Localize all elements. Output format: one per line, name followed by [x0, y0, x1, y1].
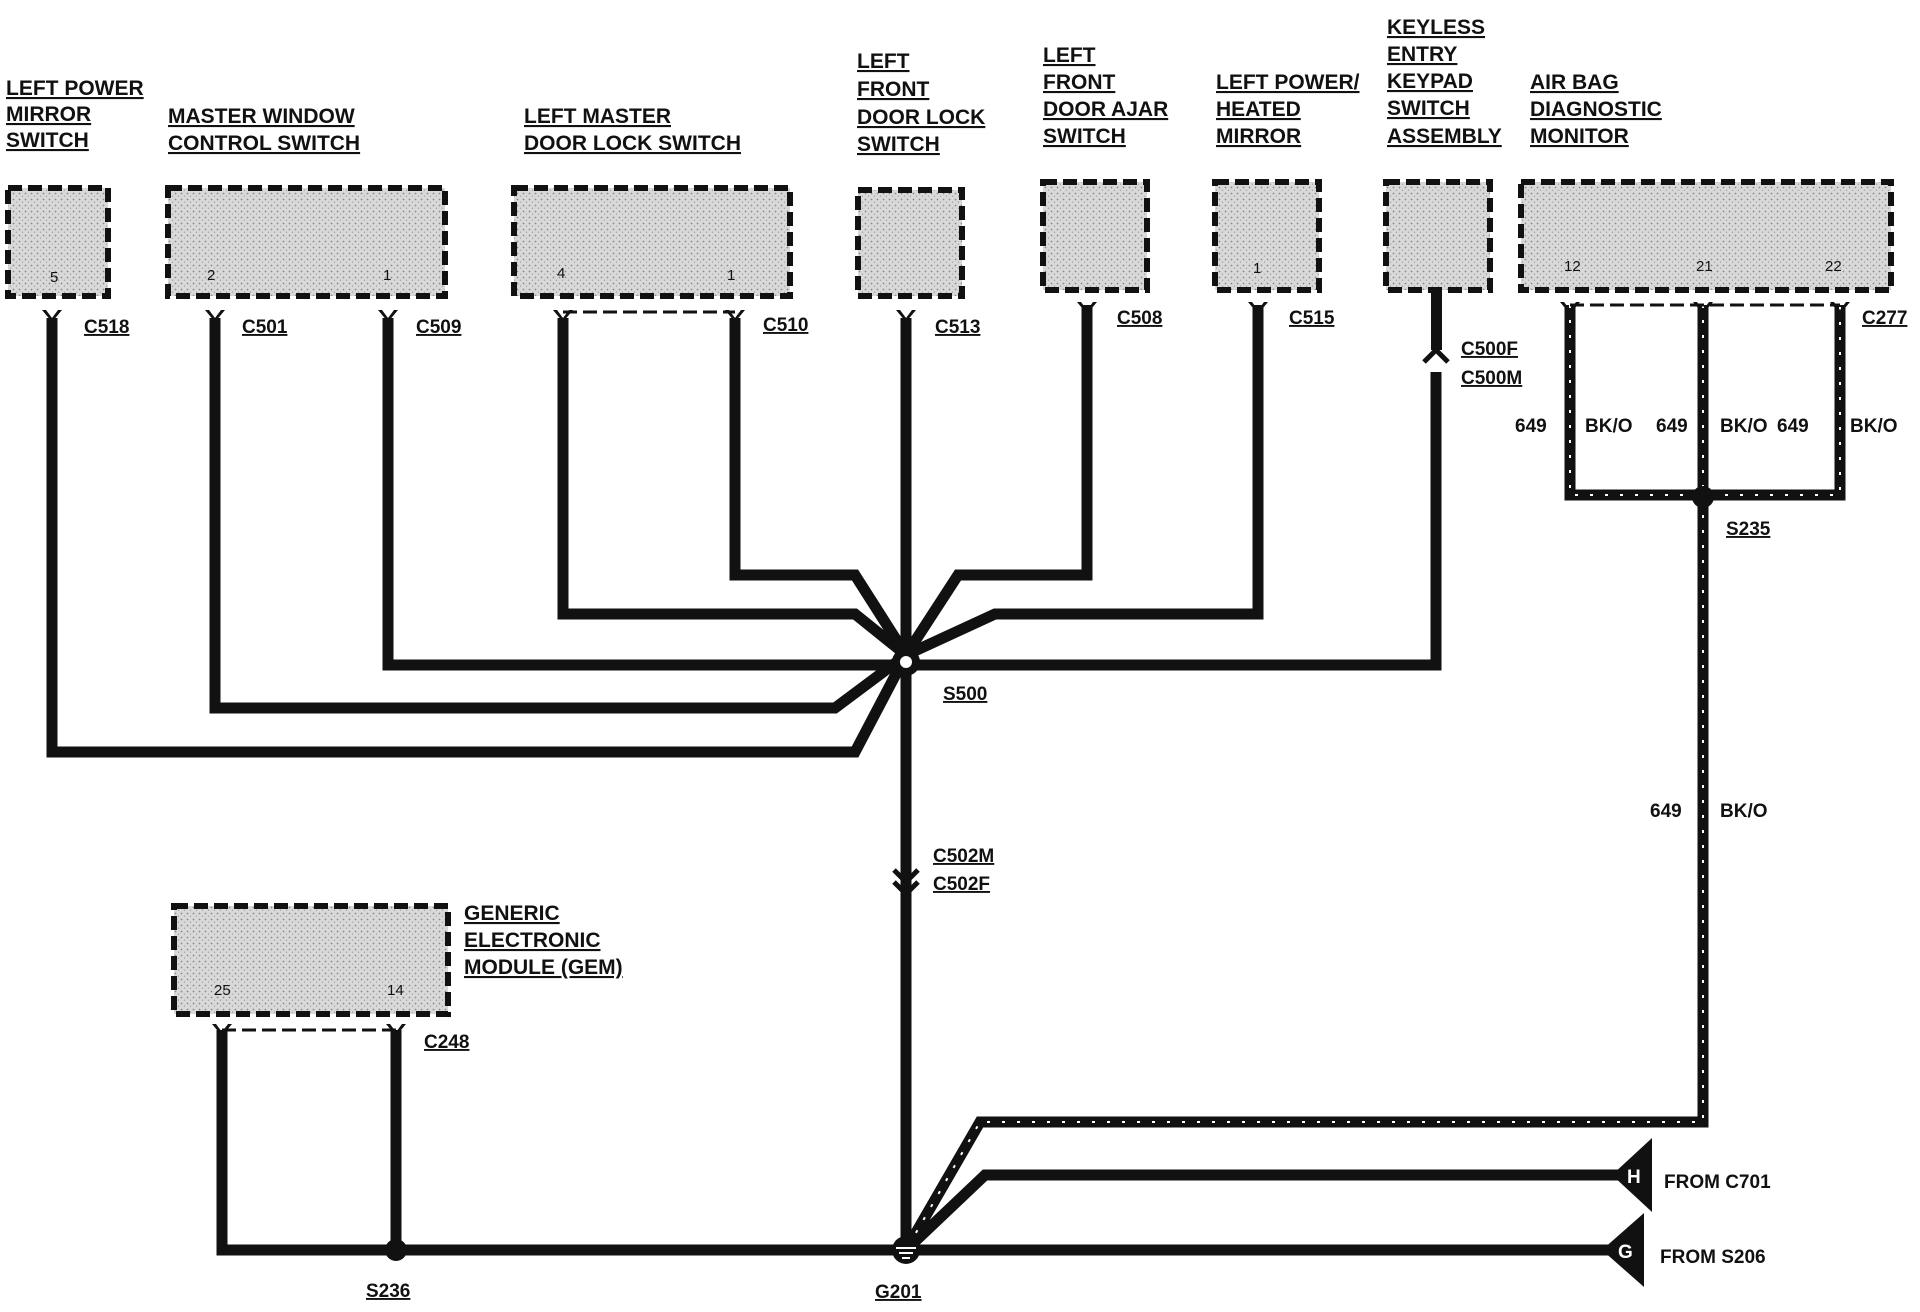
left-front-door-lock-title-4: SWITCH [857, 133, 940, 156]
wire-circuit-label: 649 [1650, 801, 1682, 822]
pin-label: 12 [1564, 258, 1581, 275]
source-letter-g: G [1618, 1242, 1633, 1263]
left-front-door-lock-switch-box [855, 187, 965, 299]
source-label-c701: FROM C701 [1664, 1172, 1771, 1193]
connector-c513: C513 [935, 317, 980, 338]
keyless-title-5: ASSEMBLY [1387, 125, 1502, 148]
airbag-title-2: DIAGNOSTIC [1530, 98, 1662, 121]
door-ajar-title-2: FRONT [1043, 71, 1115, 94]
splice-s235-label: S235 [1726, 519, 1771, 540]
gem-title-3: MODULE (GEM) [464, 956, 623, 979]
connector-c248: C248 [424, 1032, 469, 1053]
source-letter-h: H [1627, 1167, 1641, 1188]
connector-c277: C277 [1862, 308, 1907, 329]
c500-connector-mark [1422, 346, 1450, 364]
master-window-title-1: MASTER WINDOW [168, 105, 355, 128]
left-front-door-lock-title-3: DOOR LOCK [857, 106, 985, 129]
source-arrow-g [1602, 1213, 1644, 1287]
ground-wires [46, 305, 1620, 1256]
pin-label: 14 [387, 982, 404, 999]
left-front-door-lock-title-2: FRONT [857, 78, 929, 101]
wire-color-label: BK/O [1850, 416, 1898, 437]
pin-label: 1 [727, 267, 735, 284]
pin-label: 5 [50, 269, 58, 286]
left-master-door-lock-title-1: LEFT MASTER [524, 105, 671, 128]
gem-title-2: ELECTRONIC [464, 929, 601, 952]
source-label-s206: FROM S206 [1660, 1247, 1766, 1268]
s236-splice [385, 1239, 407, 1261]
connector-c502m: C502M [933, 846, 994, 867]
s235-splice [1692, 486, 1714, 508]
source-arrow-h [1612, 1138, 1652, 1212]
connector-c510: C510 [763, 315, 808, 336]
door-ajar-title-3: DOOR AJAR [1043, 98, 1168, 121]
airbag-title-3: MONITOR [1530, 125, 1629, 148]
door-ajar-title-4: SWITCH [1043, 125, 1126, 148]
pin-label: 2 [207, 267, 215, 284]
left-master-door-lock-title-2: DOOR LOCK SWITCH [524, 132, 741, 155]
left-power-mirror-switch-box [5, 185, 111, 299]
door-ajar-title-1: LEFT [1043, 44, 1096, 67]
connector-c508: C508 [1117, 308, 1162, 329]
ground-icon [896, 1247, 916, 1259]
connector-c500m: C500M [1461, 368, 1522, 389]
ground-g201-label: G201 [875, 1282, 922, 1303]
wire-circuit-label: 649 [1656, 416, 1688, 437]
keyless-title-2: ENTRY [1387, 43, 1457, 66]
heated-mirror-title-1: LEFT POWER/ [1216, 71, 1360, 94]
wire-color-label: BK/O [1720, 416, 1768, 437]
pin-label: 4 [557, 265, 565, 282]
left-front-door-ajar-switch-box [1040, 179, 1150, 293]
wire-circuit-label: 649 [1515, 416, 1547, 437]
left-master-door-lock-switch-box [511, 185, 793, 299]
connector-c518: C518 [84, 317, 129, 338]
connector-forks [42, 302, 1850, 1036]
left-power-mirror-switch-title-2: MIRROR [6, 103, 91, 126]
heated-mirror-title-3: MIRROR [1216, 125, 1301, 148]
wire-color-label: BK/O [1585, 416, 1633, 437]
connector-c509: C509 [416, 317, 461, 338]
keyless-title-1: KEYLESS [1387, 16, 1485, 39]
s500-splice-center [900, 656, 912, 668]
left-power-mirror-switch-title-1: LEFT POWER [6, 77, 144, 100]
gem-title-1: GENERIC [464, 902, 560, 925]
bk-o-wires [901, 305, 1846, 1253]
connector-c502f: C502F [933, 874, 990, 895]
wire-circuit-label: 649 [1777, 416, 1809, 437]
keyless-entry-keypad-box [1383, 179, 1493, 293]
left-power-mirror-switch-title-3: SWITCH [6, 129, 89, 152]
air-bag-diagnostic-monitor-box [1518, 179, 1894, 293]
keyless-title-3: KEYPAD [1387, 70, 1473, 93]
c500-inline-connector [1431, 290, 1442, 350]
connector-c500f: C500F [1461, 339, 1518, 360]
connector-c501: C501 [242, 317, 288, 338]
pin-label: 25 [214, 982, 231, 999]
left-power-heated-mirror-box [1212, 179, 1322, 293]
airbag-title-1: AIR BAG [1530, 71, 1619, 94]
heated-mirror-title-2: HEATED [1216, 98, 1301, 121]
pin-label: 22 [1825, 258, 1842, 275]
pin-label: 21 [1696, 258, 1713, 275]
master-window-control-switch-box [165, 185, 448, 299]
splice-s500-label: S500 [943, 684, 987, 705]
pin-label: 1 [383, 267, 391, 284]
pin-label: 1 [1253, 260, 1261, 277]
g201-ground [892, 1236, 920, 1264]
wire-color-label: BK/O [1720, 801, 1768, 822]
master-window-title-2: CONTROL SWITCH [168, 132, 360, 155]
keyless-title-4: SWITCH [1387, 97, 1470, 120]
left-front-door-lock-title-1: LEFT [857, 50, 910, 73]
c502-connector-mark [892, 868, 920, 898]
gem-box [171, 903, 451, 1017]
connector-c515: C515 [1289, 308, 1335, 329]
splice-s236-label: S236 [366, 1281, 410, 1302]
